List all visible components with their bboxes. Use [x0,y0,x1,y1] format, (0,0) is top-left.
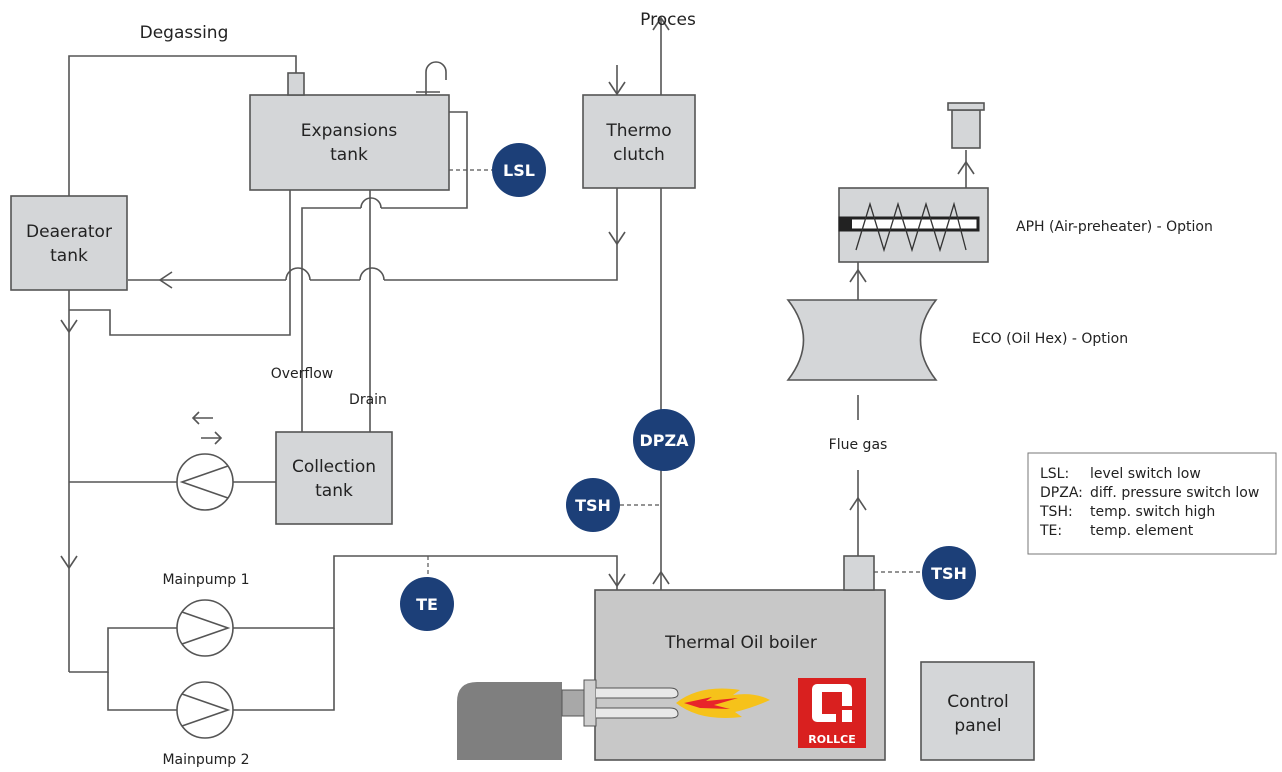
eco-label: ECO (Oil Hex) - Option [972,331,1128,347]
legend-abbr-te: TE: [1039,523,1062,539]
mainpump-2-icon [176,681,234,739]
circulation-pump-icon [176,453,234,511]
mainpump-1-icon [176,599,234,657]
sensor-te-label: TE [416,595,438,614]
sensor-connections [427,169,922,580]
sensor-tsh-right: TSH [922,546,976,600]
rollce-logo: ROLLCE [798,678,866,748]
proces-label: Proces [640,10,696,30]
aph-label: APH (Air-preheater) - Option [1016,219,1213,235]
economizer [786,299,938,381]
sensor-lsl: LSL [492,143,546,197]
sensor-te: TE [400,577,454,631]
expansion-tank-label-2: tank [330,145,368,165]
control-panel: Control panel [920,661,1035,761]
thermal-oil-boiler: Thermal Oil boiler [594,555,886,761]
mainpump-1-label: Mainpump 1 [162,572,249,588]
thermo-clutch: Thermo clutch [582,94,696,189]
flue-gas-label: Flue gas [829,437,888,453]
mainpump-2-label: Mainpump 2 [162,752,249,768]
sensor-tsh-left-label: TSH [575,496,611,515]
flame-icon [676,688,770,719]
deaerator-label-1: Deaerator [26,222,112,242]
expansion-tank: Expansions tank [249,61,450,191]
logo-text: ROLLCE [808,733,855,746]
deaerator-label-2: tank [50,246,88,266]
control-panel-label-1: Control [947,692,1008,712]
legend-abbr-lsl: LSL: [1040,466,1069,482]
legend: LSL: level switch low DPZA: diff. pressu… [1027,452,1277,555]
legend-desc-te: temp. element [1090,523,1194,539]
sensor-tsh-left: TSH [566,478,620,532]
boiler-label: Thermal Oil boiler [664,633,817,653]
control-panel-label-2: panel [954,716,1001,736]
collection-tank-label-2: tank [315,481,353,501]
drain-label: Drain [349,392,387,408]
flow-arrows [60,16,975,588]
collection-tank-label-1: Collection [292,457,376,477]
chimney-icon [947,102,985,149]
burner-icon [457,679,679,760]
legend-abbr-tsh: TSH: [1039,504,1073,520]
expansion-tank-label-1: Expansions [301,121,398,141]
overflow-label: Overflow [271,366,334,382]
sensor-dpza: DPZA [633,409,695,471]
collection-tank: Collection tank [275,431,393,525]
legend-abbr-dpza: DPZA: [1040,485,1083,501]
legend-desc-tsh: temp. switch high [1090,504,1215,520]
air-preheater [838,187,989,263]
piping [68,18,967,711]
sensor-tsh-right-label: TSH [931,564,967,583]
legend-desc-lsl: level switch low [1090,466,1201,482]
sensor-lsl-label: LSL [503,161,535,180]
thermo-clutch-label-2: clutch [613,145,665,165]
degassing-label: Degassing [140,23,229,43]
sensor-dpza-label: DPZA [640,431,690,450]
deaerator-tank: Deaerator tank [10,195,128,291]
legend-desc-dpza: diff. pressure switch low [1090,485,1259,501]
thermo-clutch-label-1: Thermo [605,121,671,141]
